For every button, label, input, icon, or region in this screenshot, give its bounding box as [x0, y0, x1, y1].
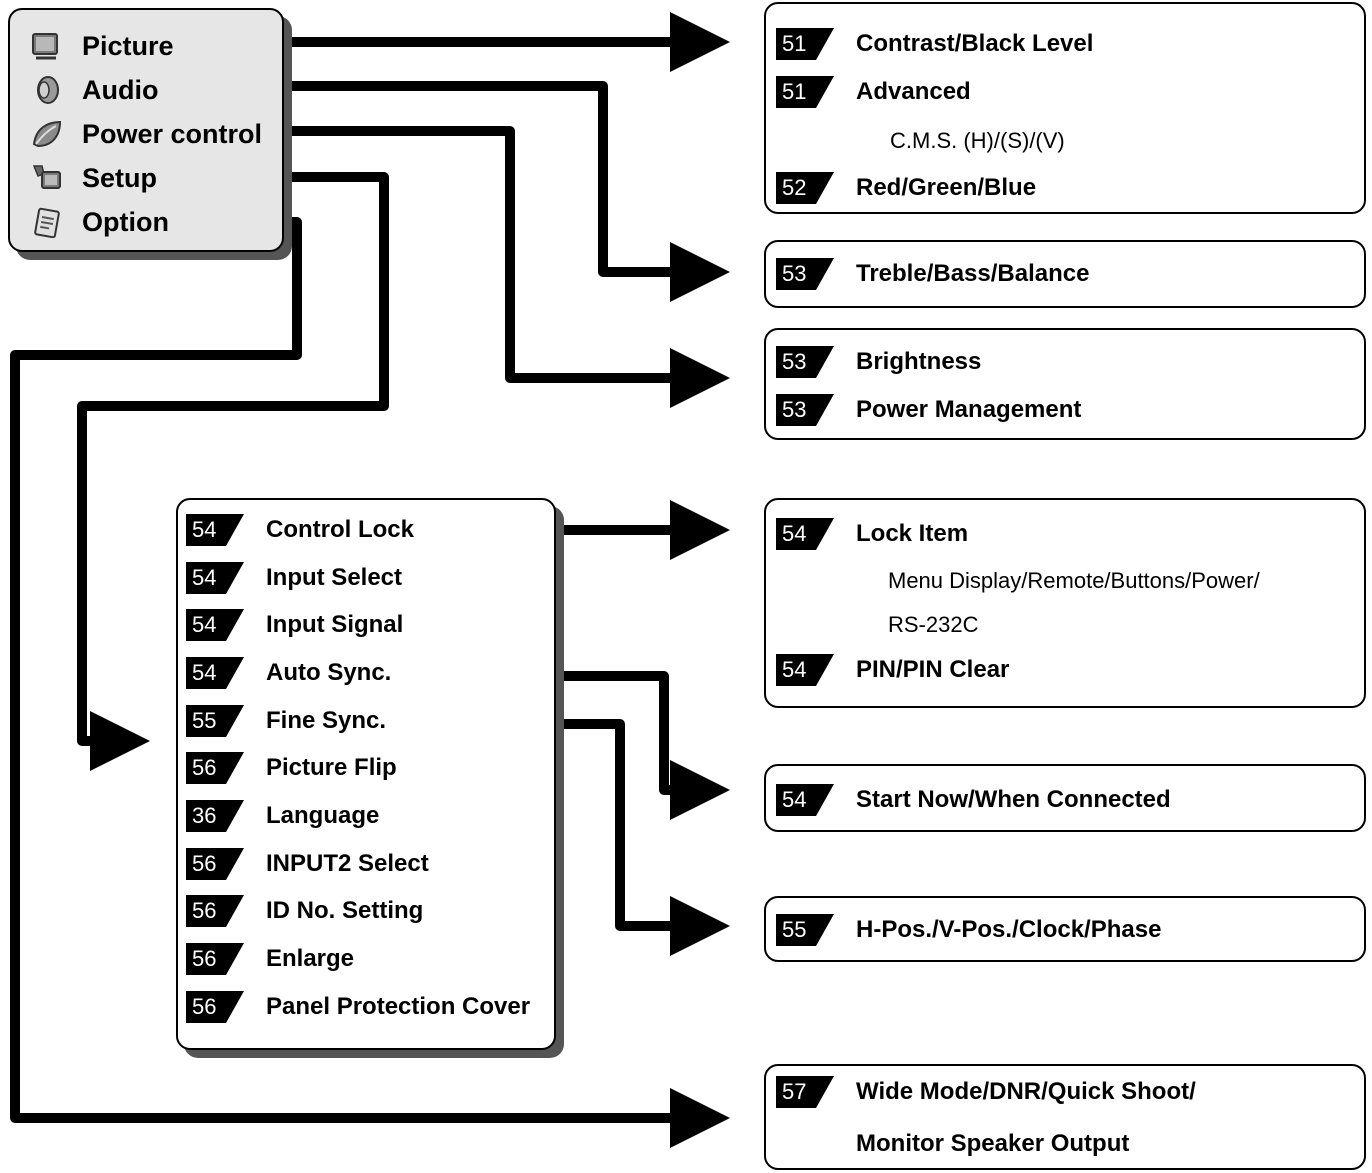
fine-sync-settings-box: 55 H-Pos./V-Pos./Clock/Phase	[764, 896, 1366, 962]
setting-row[interactable]: 53 Brightness	[776, 342, 981, 382]
page-badge: 54	[186, 657, 244, 689]
setting-row[interactable]: 54 Input Select	[186, 558, 402, 598]
page-badge: 51	[776, 28, 834, 60]
setting-row[interactable]: 56 Picture Flip	[186, 748, 397, 788]
menu-label: Picture	[82, 30, 174, 61]
main-menu-panel: Picture Audio Power control Setup Option	[8, 8, 284, 252]
setting-row[interactable]: 51 Contrast/Black Level	[776, 24, 1093, 64]
menu-label: Power control	[82, 118, 263, 149]
page-badge: 55	[776, 914, 834, 946]
page-badge: 56	[186, 991, 244, 1023]
setting-row[interactable]: 54 Input Signal	[186, 605, 403, 645]
page-badge: 54	[186, 514, 244, 546]
page-badge: 56	[186, 752, 244, 784]
setting-row[interactable]: 36 Language	[186, 796, 379, 836]
sub-item-text: C.M.S. (H)/(S)/(V)	[890, 128, 1065, 153]
picture-icon	[28, 28, 66, 64]
setting-row[interactable]: 55 Fine Sync.	[186, 701, 386, 741]
setup-icon	[28, 160, 66, 196]
leaf-icon	[28, 116, 66, 152]
option-settings-box: 57 Wide Mode/DNR/Quick Shoot/ Monitor Sp…	[764, 1064, 1366, 1170]
page-badge: 55	[186, 705, 244, 737]
arrow-power-control	[276, 126, 730, 408]
setting-row[interactable]: 56 INPUT2 Select	[186, 844, 429, 884]
menu-item-setup[interactable]: Setup	[28, 158, 157, 198]
menu-label: Option	[82, 206, 169, 237]
arrow-setup	[77, 172, 389, 771]
menu-label: Audio	[82, 74, 159, 105]
setting-row-continued: Monitor Speaker Output	[856, 1130, 1130, 1157]
page-badge: 53	[776, 258, 834, 290]
sub-item-text: RS-232C	[888, 612, 979, 637]
page-badge: 53	[776, 394, 834, 426]
power-control-settings-box: 53 Brightness 53 Power Management	[764, 328, 1366, 440]
setting-row[interactable]: 56 ID No. Setting	[186, 891, 423, 931]
page-badge: 54	[186, 562, 244, 594]
page-badge: 56	[186, 943, 244, 975]
setting-row[interactable]: 54 PIN/PIN Clear	[776, 650, 1009, 690]
setting-row[interactable]: 57 Wide Mode/DNR/Quick Shoot/	[776, 1072, 1196, 1112]
arrow-audio	[276, 81, 730, 302]
arrow-auto-sync	[544, 671, 730, 820]
page-badge: 53	[776, 346, 834, 378]
setting-row[interactable]: 55 H-Pos./V-Pos./Clock/Phase	[776, 910, 1161, 950]
picture-settings-box: 51 Contrast/Black Level 51 Advanced C.M.…	[764, 2, 1366, 214]
setting-row[interactable]: 54 Lock Item	[776, 514, 968, 554]
menu-item-audio[interactable]: Audio	[28, 70, 158, 110]
auto-sync-settings-box: 54 Start Now/When Connected	[764, 764, 1366, 832]
page-badge: 52	[776, 172, 834, 204]
setting-row[interactable]: 54 Control Lock	[186, 510, 414, 550]
page-badge: 56	[186, 895, 244, 927]
page-badge: 54	[776, 654, 834, 686]
setting-row[interactable]: 54 Auto Sync.	[186, 653, 391, 693]
setting-row[interactable]: 54 Start Now/When Connected	[776, 780, 1171, 820]
menu-item-picture[interactable]: Picture	[28, 26, 174, 66]
setting-row[interactable]: 53 Treble/Bass/Balance	[776, 254, 1089, 294]
menu-item-option[interactable]: Option	[28, 202, 169, 242]
speaker-icon	[28, 72, 66, 108]
page-badge: 56	[186, 848, 244, 880]
page-badge: 57	[776, 1076, 834, 1108]
page-badge: 54	[776, 784, 834, 816]
audio-settings-box: 53 Treble/Bass/Balance	[764, 240, 1366, 308]
setting-row[interactable]: 56 Panel Protection Cover	[186, 987, 530, 1027]
menu-item-power-control[interactable]: Power control	[28, 114, 262, 154]
page-badge: 54	[776, 518, 834, 550]
page-badge: 51	[776, 76, 834, 108]
setting-row[interactable]: 51 Advanced	[776, 72, 971, 112]
setting-row[interactable]: 56 Enlarge	[186, 939, 354, 979]
page-badge: 54	[186, 609, 244, 641]
arrow-fine-sync	[544, 719, 730, 956]
setting-row[interactable]: 52 Red/Green/Blue	[776, 168, 1036, 208]
arrow-option	[10, 217, 730, 1148]
control-lock-settings-box: 54 Lock Item Menu Display/Remote/Buttons…	[764, 498, 1366, 708]
sub-item-text: Menu Display/Remote/Buttons/Power/	[888, 568, 1260, 593]
menu-label: Setup	[82, 162, 158, 193]
setup-settings-box: 54 Control Lock 54 Input Select 54 Input…	[176, 498, 556, 1050]
page-badge: 36	[186, 800, 244, 832]
notepad-icon	[28, 204, 66, 240]
setting-row[interactable]: 53 Power Management	[776, 390, 1081, 430]
